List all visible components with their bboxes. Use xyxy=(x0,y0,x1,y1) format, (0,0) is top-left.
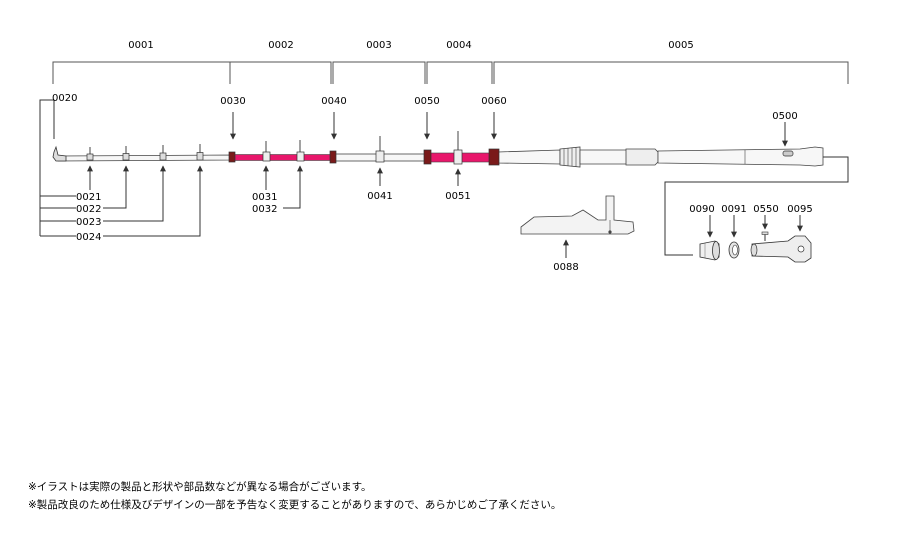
tip-top xyxy=(52,145,67,162)
rod-tip-section xyxy=(57,154,233,162)
label-0091: 0091 xyxy=(721,204,746,215)
nut-ridges xyxy=(563,147,577,167)
label-0095: 0095 xyxy=(787,204,812,215)
guide-0031 xyxy=(262,141,271,162)
section-label-0005: 0005 xyxy=(668,40,693,51)
label-0090: 0090 xyxy=(689,204,714,215)
ferrule-0050 xyxy=(423,149,432,165)
label-0022: 0022 xyxy=(76,204,101,215)
guide-0022 xyxy=(122,146,130,161)
note-spec-change: ※製品改良のため仕様及びデザインの一部を予告なく変更することがありますので、あら… xyxy=(28,499,562,511)
bracket-0003 xyxy=(332,61,426,84)
part-0090-butt-cap xyxy=(699,240,720,261)
label-0050: 0050 xyxy=(414,96,439,107)
bracket-0001 xyxy=(52,61,231,84)
label-0051: 0051 xyxy=(445,191,470,202)
label-0031: 0031 xyxy=(252,192,277,203)
section-label-0003: 0003 xyxy=(366,40,391,51)
ferrule-0040 xyxy=(329,150,337,164)
label-0040: 0040 xyxy=(321,96,346,107)
reel-seat-hood xyxy=(625,148,659,166)
label-0020: 0020 xyxy=(52,93,77,104)
guide-0021 xyxy=(86,147,94,161)
guide-0024 xyxy=(196,144,204,161)
bottom-callouts xyxy=(39,108,849,258)
label-0032: 0032 xyxy=(252,204,277,215)
bracket-0005 xyxy=(493,61,849,84)
rod-grip xyxy=(657,146,824,167)
ferrule-0030 xyxy=(228,151,236,163)
note-illustration: ※イラストは実際の製品と形状や部品数などが異なる場合がございます。 xyxy=(28,481,372,493)
part-0095-gimbal xyxy=(750,235,812,263)
label-0041: 0041 xyxy=(367,191,392,202)
label-0500: 0500 xyxy=(772,111,797,122)
rod xyxy=(52,145,824,168)
part-0550-screw xyxy=(761,231,769,241)
section-label-0004: 0004 xyxy=(446,40,471,51)
part-0088-reel-foot xyxy=(520,195,635,235)
section-label-0001: 0001 xyxy=(128,40,153,51)
reel-seat xyxy=(579,149,631,165)
section-brackets xyxy=(52,61,849,84)
reel-seat-nut xyxy=(559,146,581,168)
rod-section-0002 xyxy=(232,154,332,161)
hook-keeper-0500 xyxy=(782,150,794,157)
label-0088: 0088 xyxy=(553,262,578,273)
label-0021: 0021 xyxy=(76,192,101,203)
label-0550: 0550 xyxy=(753,204,778,215)
ferrule-0060 xyxy=(488,148,500,166)
bracket-0004 xyxy=(426,61,493,84)
guide-0041 xyxy=(375,136,385,163)
disclaimer-notes: ※イラストは実際の製品と形状や部品数などが異なる場合がございます。 ※製品改良の… xyxy=(28,478,888,514)
guides xyxy=(86,131,500,166)
rod-butt-section xyxy=(497,149,561,165)
guide-0023 xyxy=(159,145,167,161)
label-0060: 0060 xyxy=(481,96,506,107)
label-0023: 0023 xyxy=(76,217,101,228)
guide-0032 xyxy=(296,140,305,162)
label-0030: 0030 xyxy=(220,96,245,107)
label-0024: 0024 xyxy=(76,232,101,243)
bracket-0002 xyxy=(229,61,332,84)
part-0091-ring xyxy=(728,241,740,259)
section-label-0002: 0002 xyxy=(268,40,293,51)
guide-0051 xyxy=(453,131,463,165)
